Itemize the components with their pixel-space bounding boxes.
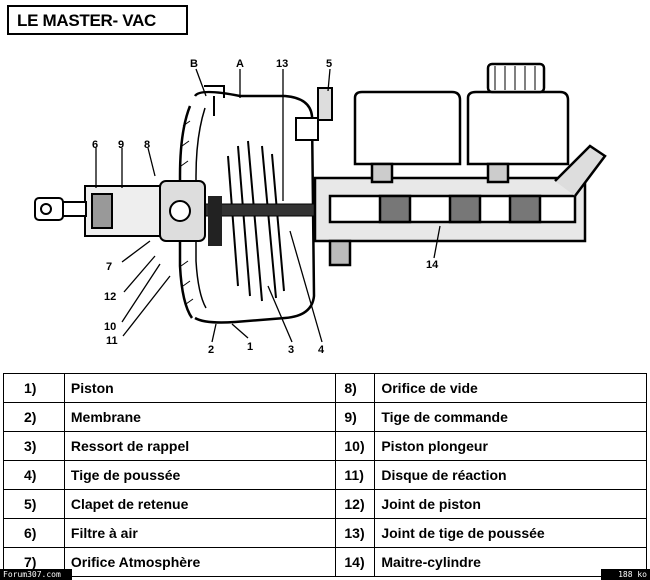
leader-lines <box>95 68 441 343</box>
callout-12: 12 <box>104 291 116 303</box>
return-spring <box>227 140 285 302</box>
legend-text: Clapet de retenue <box>63 489 337 519</box>
callout-2: 2 <box>208 344 214 356</box>
legend-number: 4) <box>3 460 65 490</box>
callout-5: 5 <box>326 58 332 70</box>
legend-text: Tige de poussée <box>63 460 337 490</box>
legend-number: 14) <box>335 547 376 577</box>
diagram-title: LE MASTER- VAC <box>17 11 157 30</box>
legend-number: 6) <box>3 518 65 548</box>
legend-number: 2) <box>3 402 65 432</box>
callout-10: 10 <box>104 321 116 333</box>
legend-number: 3) <box>3 431 65 461</box>
booster-hatching <box>180 120 194 305</box>
legend-text: Maitre-cylindre <box>374 547 647 577</box>
callout-b: B <box>190 58 198 70</box>
legend-text: Piston <box>63 373 337 403</box>
title-box: LE MASTER- VAC <box>7 5 188 35</box>
legend-number: 12) <box>335 489 376 519</box>
input-rod-clevis <box>34 197 87 221</box>
legend-number: 8) <box>335 373 376 403</box>
callout-14: 14 <box>426 259 439 271</box>
reservoir-rear <box>466 62 570 184</box>
callout-11: 11 <box>106 335 118 347</box>
master-vac-diagram: 6 9 8 7 12 10 11 B A 13 5 2 1 3 4 14 <box>34 58 607 356</box>
callout-4: 4 <box>318 344 325 356</box>
legend-number: 1) <box>3 373 65 403</box>
check-valve <box>295 87 333 141</box>
footer-site: Forum307.com <box>0 569 72 580</box>
legend-text: Disque de réaction <box>374 460 647 490</box>
callout-6: 6 <box>92 139 98 151</box>
legend-text: Joint de piston <box>374 489 647 519</box>
legend-text: Membrane <box>63 402 337 432</box>
callout-8: 8 <box>144 139 150 151</box>
callout-1: 1 <box>247 341 253 353</box>
legend-number: 10) <box>335 431 376 461</box>
legend-number: 9) <box>335 402 376 432</box>
control-valve <box>84 180 206 242</box>
legend-text: Piston plongeur <box>374 431 647 461</box>
reservoir-front <box>353 90 462 184</box>
callout-13: 13 <box>276 58 288 70</box>
legend-number: 11) <box>335 460 376 490</box>
legend-number: 13) <box>335 518 376 548</box>
legend-text: Orifice de vide <box>374 373 647 403</box>
callout-a: A <box>236 58 244 70</box>
push-rod <box>199 196 321 246</box>
callout-9: 9 <box>118 139 124 151</box>
master-cylinder <box>313 144 607 267</box>
legend-text: Orifice Atmosphère <box>63 547 337 577</box>
footer-size: 188 ko <box>601 569 650 580</box>
callout-3: 3 <box>288 344 294 356</box>
legend-text: Tige de commande <box>374 402 647 432</box>
legend-text: Ressort de rappel <box>63 431 337 461</box>
legend-text: Joint de tige de poussée <box>374 518 647 548</box>
legend-text: Filtre à air <box>63 518 337 548</box>
callout-7: 7 <box>106 261 112 273</box>
legend-number: 5) <box>3 489 65 519</box>
